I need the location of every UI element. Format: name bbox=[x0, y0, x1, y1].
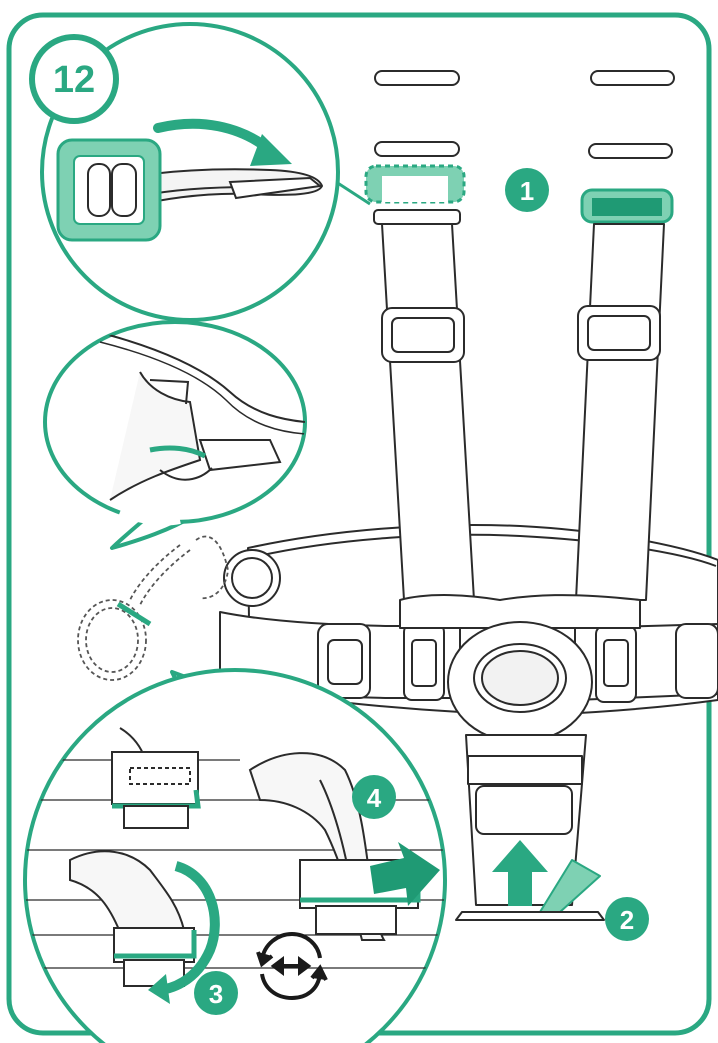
arrow-up-icon bbox=[492, 840, 548, 906]
step-number: 12 bbox=[53, 59, 95, 101]
svg-text:3: 3 bbox=[209, 979, 223, 1009]
belt-buckle-slot bbox=[595, 625, 637, 703]
shoulder-slot bbox=[590, 70, 675, 86]
buckle-housing bbox=[399, 594, 641, 629]
loop-strap bbox=[77, 535, 229, 681]
svg-text:2: 2 bbox=[620, 905, 634, 935]
belt-buckle-slot bbox=[403, 623, 445, 701]
detail-circle-top bbox=[40, 22, 371, 322]
step-badge: 12 bbox=[29, 34, 119, 124]
harness-illustration bbox=[219, 70, 718, 921]
detail-bubble-mid bbox=[43, 320, 307, 550]
marker-2: 2 bbox=[605, 897, 649, 941]
svg-text:4: 4 bbox=[367, 783, 382, 813]
belt-buckle-slot bbox=[317, 623, 371, 699]
detail-circle-bottom bbox=[23, 668, 447, 1043]
svg-text:1: 1 bbox=[520, 176, 534, 206]
curved-arrow-icon bbox=[155, 861, 220, 995]
shoulder-slot bbox=[374, 141, 460, 157]
arrow-right-icon bbox=[370, 842, 440, 906]
marker-1: 1 bbox=[505, 168, 549, 212]
marker-4: 4 bbox=[352, 775, 396, 819]
rotate-arrows-icon bbox=[256, 931, 328, 1001]
shoulder-slot bbox=[588, 143, 673, 159]
belt-buckle-slot bbox=[675, 623, 718, 699]
shoulder-slot bbox=[374, 70, 460, 86]
marker-3: 3 bbox=[194, 971, 238, 1015]
